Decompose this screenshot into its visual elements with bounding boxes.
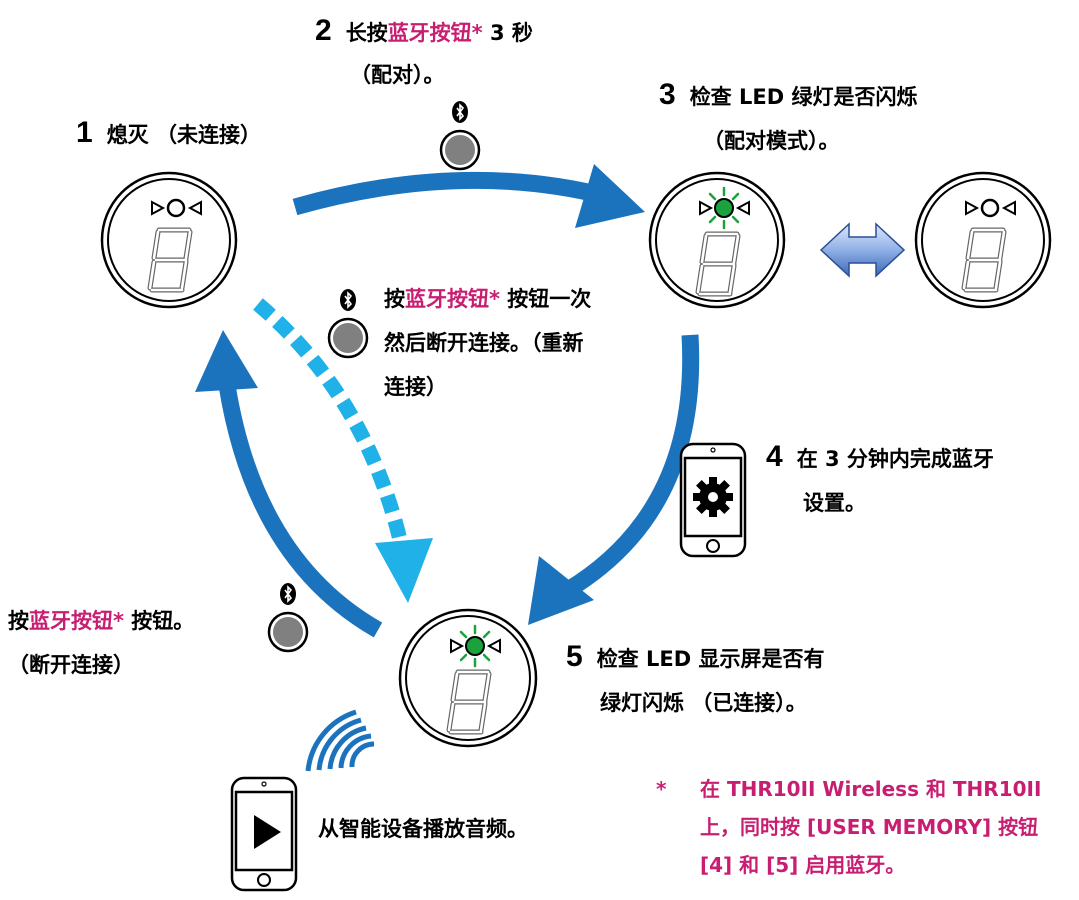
play-icon	[254, 815, 281, 849]
arrow-step1-to-step3	[292, 164, 645, 228]
arrow-reconnect-dashed	[253, 298, 433, 603]
arrow-step5-to-step1	[195, 330, 383, 638]
play-audio-text: 从智能设备播放音频。	[318, 817, 528, 841]
arrow-step3-to-step5	[528, 334, 700, 625]
phone-play	[230, 776, 298, 892]
device-step3-pairing	[648, 171, 786, 309]
reconnect-line1: 按蓝牙按钮* 按钮一次	[384, 287, 592, 311]
step5-line2: 绿灯闪烁 （已连接）。	[600, 691, 807, 715]
reconnect-line2: 然后断开连接。（重新	[384, 331, 584, 355]
device-step3-led-off	[914, 171, 1052, 309]
bluetooth-button-icon-disconnect	[267, 581, 309, 653]
disconnect-line1: 按蓝牙按钮* 按钮。	[8, 609, 195, 633]
step2-line2: （配对）。	[350, 63, 445, 87]
footnote-line3: [4] 和 [5] 启用蓝牙。	[700, 853, 906, 877]
step4-line2: 设置。	[803, 491, 866, 515]
step3-line2: （配对模式）。	[703, 129, 840, 153]
footnote-line2: 上，同时按 [USER MEMORY] 按钮	[700, 815, 1039, 839]
phone-settings	[679, 442, 747, 558]
footnote-line1: 在 THR10II Wireless 和 THR10II	[700, 777, 1042, 801]
disconnect-line2: （断开连接）	[8, 653, 134, 677]
reconnect-line3: 连接）	[384, 375, 447, 399]
bluetooth-button-icon-reconnect	[327, 287, 369, 359]
footnote-star: *	[656, 777, 667, 801]
gear-icon	[693, 477, 733, 517]
device-step1-off	[100, 171, 238, 309]
wireless-signal-icon	[305, 709, 375, 772]
device-step5-connected	[398, 608, 538, 748]
double-arrow-icon	[819, 222, 906, 278]
bluetooth-button-icon	[439, 99, 481, 171]
